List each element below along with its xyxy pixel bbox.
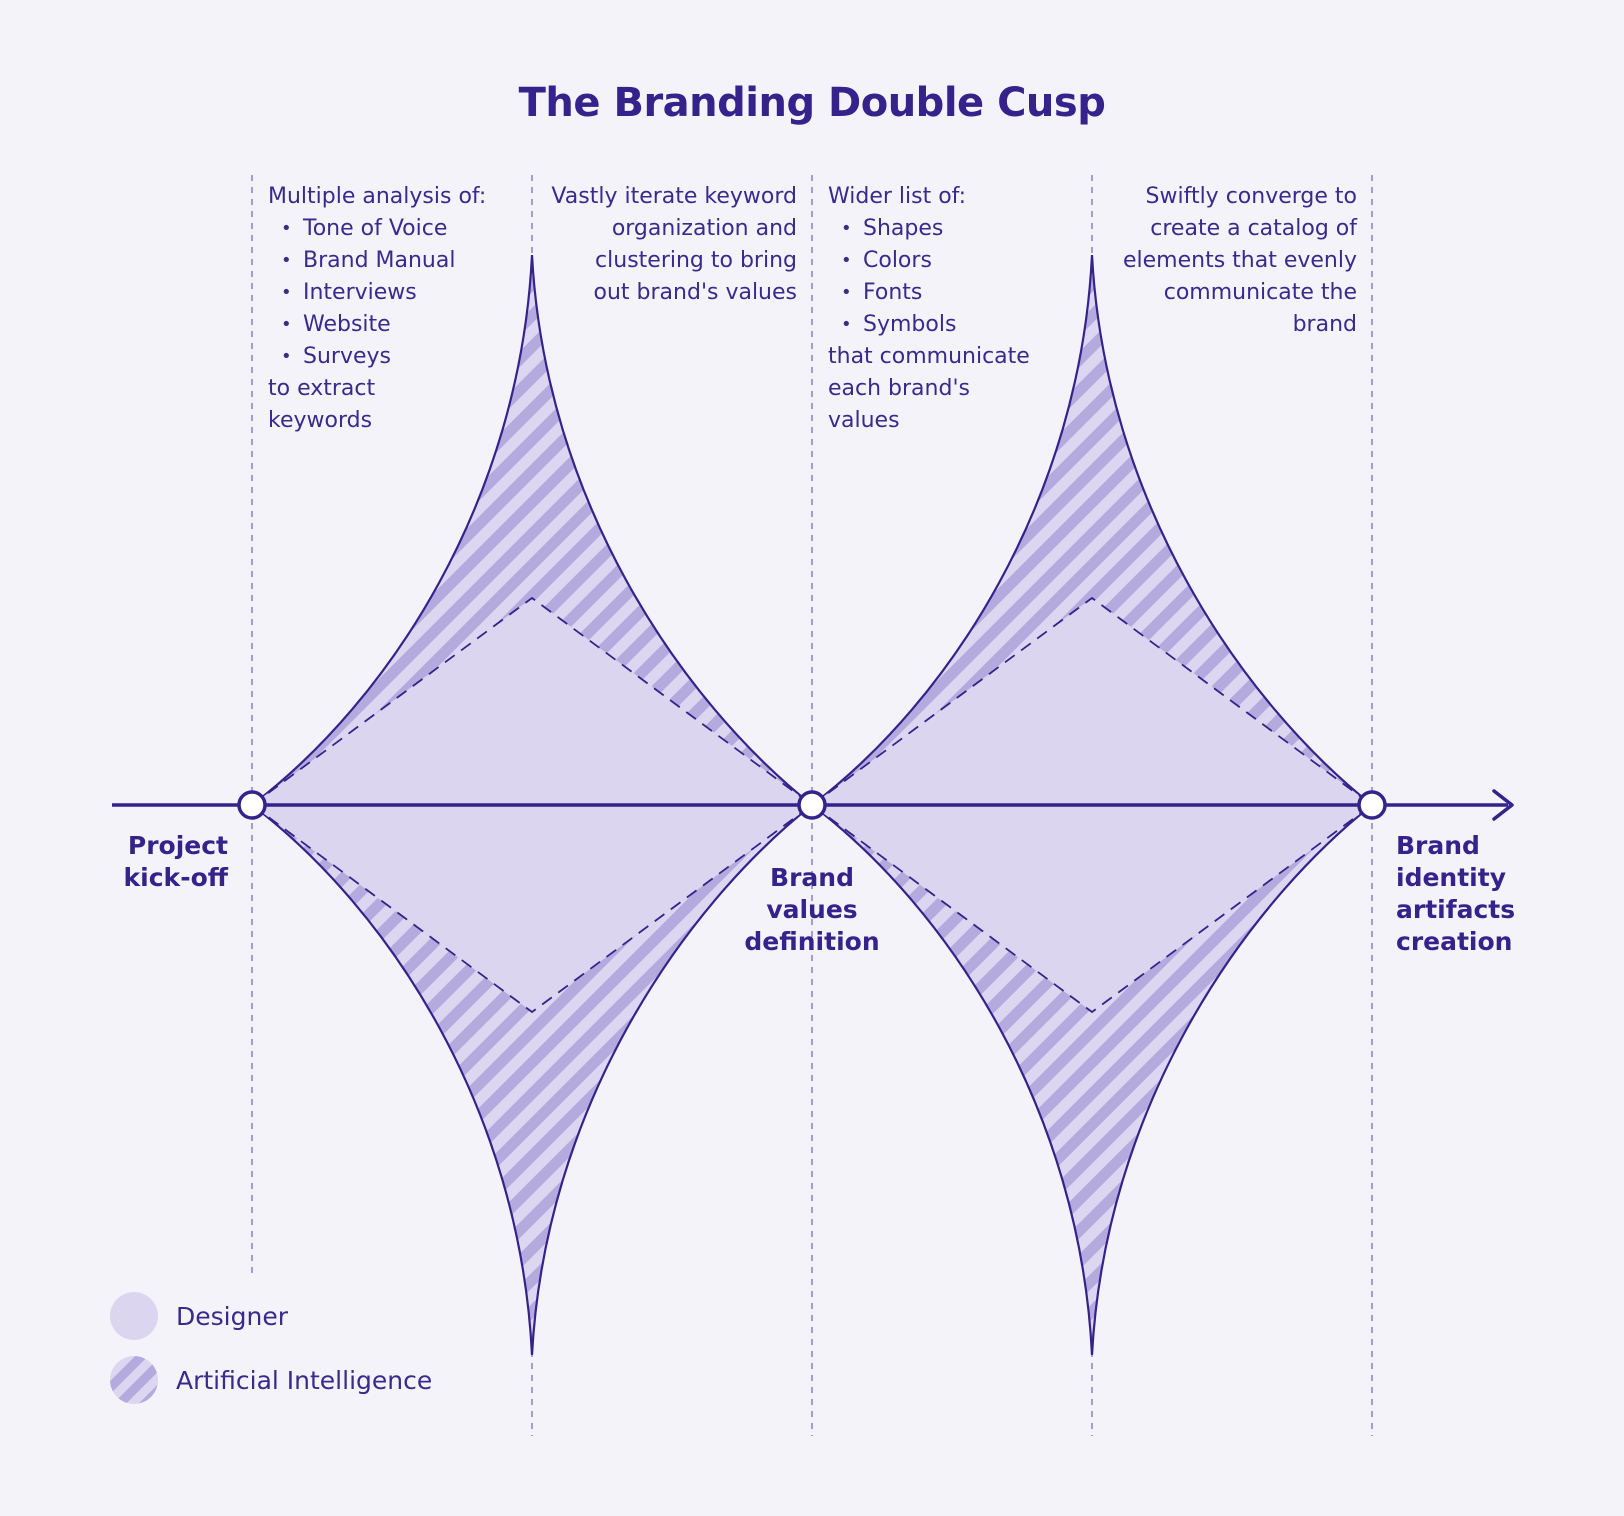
- list-item: Fonts: [828, 277, 1030, 309]
- legend-ai: Artificial Intelligence: [110, 1356, 432, 1404]
- note-2-line: out brand's values: [593, 280, 797, 305]
- list-item: Surveys: [268, 341, 486, 373]
- designer-swatch-icon: [110, 1292, 158, 1340]
- page-title: The Branding Double Cusp: [518, 80, 1106, 126]
- note-2-line: clustering to bring: [595, 248, 797, 273]
- list-item: Tone of Voice: [268, 213, 486, 245]
- note-3-intro: Wider list of:: [828, 184, 967, 209]
- note-1-outro-line: keywords: [268, 408, 373, 433]
- note-3-outro-line: that communicate: [828, 344, 1030, 369]
- ai-swatch-icon: [110, 1356, 158, 1404]
- list-item: Shapes: [828, 213, 1030, 245]
- milestone-line: Project: [127, 831, 228, 860]
- note-2-line: Vastly iterate keyword: [551, 184, 797, 209]
- note-3-list: Shapes Colors Fonts Symbols: [828, 213, 1030, 341]
- milestone-node-values-icon: [797, 790, 827, 820]
- milestone-node-kickoff-icon: [237, 790, 267, 820]
- note-4-line: create a catalog of: [1150, 216, 1357, 241]
- note-1-outro-line: to extract: [268, 376, 376, 401]
- note-1-intro: Multiple analysis of:: [268, 184, 487, 209]
- note-4-line: brand: [1292, 312, 1357, 337]
- list-item: Symbols: [828, 309, 1030, 341]
- note-4-line: communicate the: [1163, 280, 1357, 305]
- note-1-list: Tone of Voice Brand Manual Interviews We…: [268, 213, 486, 373]
- legend-designer-label: Designer: [176, 1301, 288, 1331]
- milestone-node-artifacts-icon: [1357, 790, 1387, 820]
- note-wider-list: Wider list of: Shapes Colors Fonts Symbo…: [828, 181, 1030, 437]
- list-item: Brand Manual: [268, 245, 486, 277]
- milestone-line: Brand: [1396, 831, 1480, 860]
- milestone-line: creation: [1396, 927, 1513, 956]
- milestone-line: kick-off: [123, 863, 228, 892]
- note-iterate-keywords: Vastly iterate keyword organization and …: [551, 181, 797, 309]
- list-item: Website: [268, 309, 486, 341]
- milestone-line: Brand: [770, 863, 854, 892]
- milestone-line: definition: [744, 927, 880, 956]
- milestone-label-kickoff: Project kick-off: [124, 830, 228, 894]
- note-3-outro-line: values: [828, 408, 900, 433]
- note-converge-catalog: Swiftly converge to create a catalog of …: [1123, 181, 1357, 341]
- milestone-label-values: Brand values definition: [712, 862, 912, 958]
- list-item: Colors: [828, 245, 1030, 277]
- arrow-right-icon: [1492, 789, 1514, 821]
- list-item: Interviews: [268, 277, 486, 309]
- note-3-outro-line: each brand's: [828, 376, 970, 401]
- legend-designer: Designer: [110, 1292, 288, 1340]
- legend-ai-label: Artificial Intelligence: [176, 1365, 433, 1395]
- milestone-line: artifacts: [1396, 895, 1516, 924]
- milestone-line: identity: [1396, 863, 1506, 892]
- milestone-label-artifacts: Brand identity artifacts creation: [1396, 830, 1515, 958]
- milestone-line: values: [766, 895, 858, 924]
- note-discover-keywords: Multiple analysis of: Tone of Voice Bran…: [268, 181, 486, 437]
- note-2-line: organization and: [611, 216, 797, 241]
- note-4-line: Swiftly converge to: [1145, 184, 1357, 209]
- note-4-line: elements that evenly: [1122, 248, 1357, 273]
